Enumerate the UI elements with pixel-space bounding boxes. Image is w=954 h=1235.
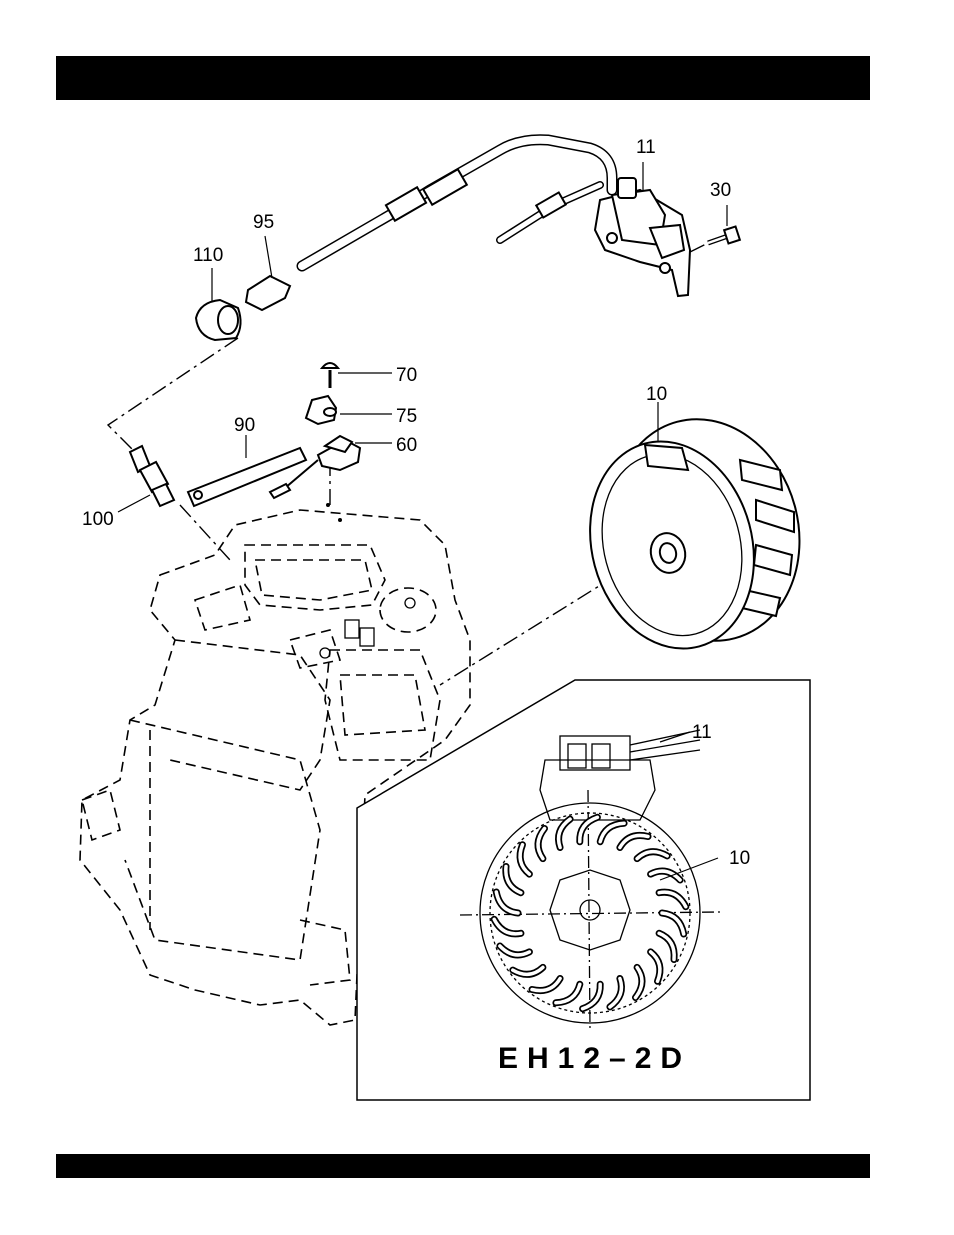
plate: [188, 435, 306, 506]
spark-plug: [118, 446, 174, 512]
flywheel: [568, 398, 824, 667]
callout-coil-bolt: 30: [710, 180, 731, 201]
callout-stop-switch: 60: [396, 435, 417, 456]
callout-ignition-coil: 11: [636, 137, 656, 158]
stop-switch-parts: [270, 363, 392, 498]
callout-clamp: 75: [396, 406, 417, 427]
callout-screw: 70: [396, 365, 417, 386]
callout-plug-cap: 110: [193, 245, 223, 266]
callout-plug-cap-clip: 95: [253, 212, 274, 233]
callout-inset-flywheel: 10: [729, 848, 750, 869]
coil-bolt: [690, 205, 740, 252]
callout-flywheel: 10: [646, 384, 667, 405]
callout-inset-coil: 11: [692, 722, 712, 743]
inset-detail: EH12–2D: [357, 680, 810, 1100]
callout-spark-plug: 100: [82, 509, 114, 530]
callout-plate: 90: [234, 415, 255, 436]
assembly-lines: [108, 338, 665, 685]
ignition-coil-assembly: [302, 140, 690, 296]
model-label: EH12–2D: [498, 1042, 691, 1075]
